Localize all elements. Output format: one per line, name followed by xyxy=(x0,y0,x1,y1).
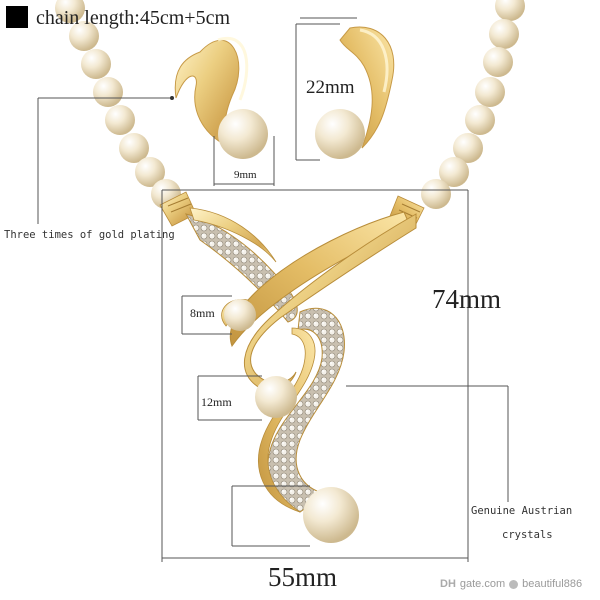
strand-pearl xyxy=(81,49,111,79)
strand-pearl xyxy=(69,21,99,51)
dimension-lines xyxy=(37,17,509,562)
crystals-label-line2: crystals xyxy=(502,529,553,541)
strand-pearl xyxy=(495,0,525,21)
pearl-medium-size-label: 12mm xyxy=(201,395,232,409)
strand-pearl xyxy=(421,179,451,209)
chain-length-label: chain length:45cm+5cm xyxy=(36,7,231,29)
earring-left xyxy=(174,36,268,159)
strand-pearl xyxy=(465,105,495,135)
pendant-width-label: 55mm xyxy=(268,562,338,592)
earring-height-label: 22mm xyxy=(306,77,355,98)
pendant-pearl-medium xyxy=(255,376,297,418)
pendant-pearl-large xyxy=(303,487,359,543)
strand-pearl xyxy=(55,0,85,23)
earring-pearl-left xyxy=(218,109,268,159)
pearl-small-size-label: 8mm xyxy=(190,306,215,320)
pearl-strand-left xyxy=(55,0,181,209)
pearl-strand-right xyxy=(421,0,525,209)
pendant xyxy=(185,207,417,543)
watermark-site: gate.com xyxy=(459,578,506,590)
gold-plating-label: Three times of gold plating xyxy=(4,229,175,241)
watermark-seller: beautiful886 xyxy=(522,578,583,590)
pendant-height-label: 74mm xyxy=(432,284,502,314)
strand-pearl xyxy=(475,77,505,107)
watermark-logo: DH xyxy=(440,578,456,590)
watermark: DH gate.com beautiful886 xyxy=(440,578,582,590)
earring-pearl-right xyxy=(315,109,365,159)
crystals-label-line1: Genuine Austrian xyxy=(471,505,573,517)
chain-length-swatch xyxy=(6,6,28,28)
pendant-pearl-small xyxy=(224,299,256,331)
strand-pearl xyxy=(453,133,483,163)
strand-pearl xyxy=(439,157,469,187)
strand-pearl xyxy=(119,133,149,163)
earring-width-label: 9mm xyxy=(234,169,257,181)
strand-pearl xyxy=(93,77,123,107)
watermark-user-icon xyxy=(509,579,519,589)
strand-pearl xyxy=(489,19,519,49)
strand-pearl xyxy=(483,47,513,77)
strand-pearl xyxy=(135,157,165,187)
earring-right xyxy=(315,26,395,159)
strand-pearl xyxy=(105,105,135,135)
